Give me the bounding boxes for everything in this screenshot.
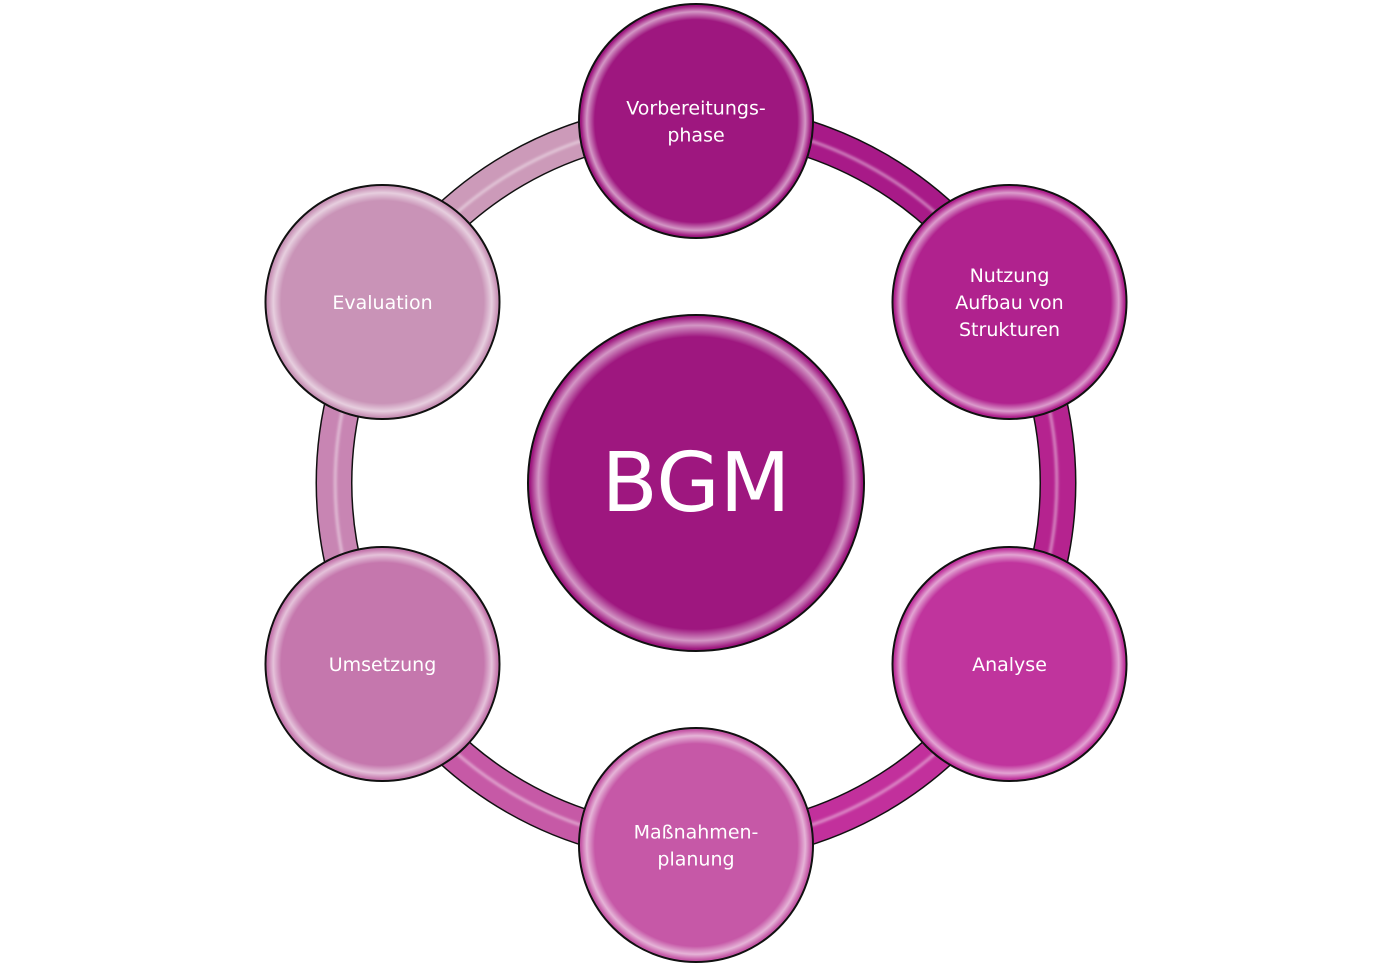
node-umsetzung: Umsetzung xyxy=(264,546,501,782)
node-label-line: Vorbereitungs- xyxy=(626,98,765,120)
node-gloss xyxy=(894,187,1125,417)
node-gloss xyxy=(581,730,811,960)
node-label-line: planung xyxy=(657,849,734,871)
node-gloss xyxy=(894,549,1125,779)
node-evaluation: Evaluation xyxy=(264,184,501,420)
node-label-line: Nutzung xyxy=(970,265,1050,287)
node-vorbereitungsphase: Vorbereitungs-phase xyxy=(578,3,814,239)
center-gloss xyxy=(530,317,862,649)
node-gloss xyxy=(267,549,498,779)
node-label-line: Strukturen xyxy=(959,319,1060,341)
node-analyse: Analyse xyxy=(891,546,1128,782)
node-label-line: Umsetzung xyxy=(329,654,437,676)
node-massnahmenplanung: Maßnahmen-planung xyxy=(578,727,814,963)
node-label-line: Analyse xyxy=(972,654,1047,676)
center-label: BGM xyxy=(601,436,790,531)
node-gloss xyxy=(267,187,498,417)
center-node: BGM xyxy=(527,314,865,652)
node-gloss xyxy=(581,6,811,236)
node-label-line: phase xyxy=(667,125,724,147)
node-label-line: Aufbau von xyxy=(955,292,1063,314)
node-label-line: Evaluation xyxy=(332,292,432,314)
node-label-line: Maßnahmen- xyxy=(634,822,759,844)
